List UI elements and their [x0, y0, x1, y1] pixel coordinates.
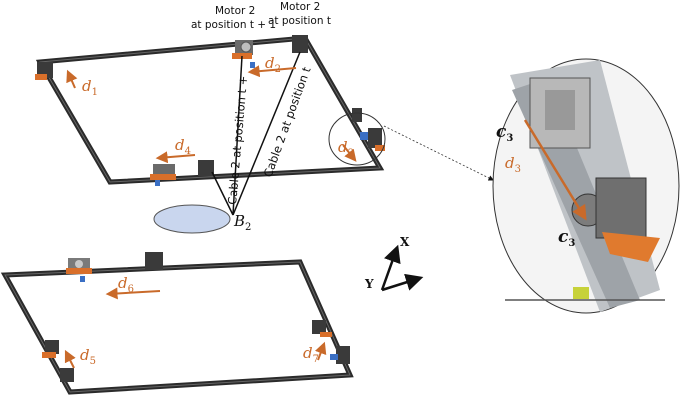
- label-d1: d1: [82, 77, 98, 98]
- motor-bottom-top-left: [66, 258, 92, 282]
- motor-2-position-t: [292, 35, 308, 53]
- axis-y-label: Y: [364, 277, 374, 291]
- bottom-frame: [0, 259, 354, 395]
- motor-corner-top-left: [35, 62, 53, 80]
- label-d7: d7: [303, 344, 319, 365]
- displacement-arrows: [64, 65, 357, 369]
- axis-x-label: X: [400, 235, 410, 249]
- label-d6: d6: [118, 274, 134, 295]
- cables: [211, 51, 301, 216]
- motor-new-label-line1: Motor 2: [215, 5, 255, 17]
- xy-axes: [380, 244, 424, 292]
- top-frame-motors: [35, 35, 385, 186]
- label-d3: d3: [338, 138, 354, 159]
- motor-bottom-top-center: [145, 252, 163, 270]
- top-frame: [35, 35, 385, 185]
- zoom-d3-label: d3: [505, 154, 521, 175]
- motor-new-label-line2: at position t + 1: [191, 19, 276, 31]
- b2-label: B2: [233, 212, 251, 233]
- label-d4: d4: [175, 136, 191, 157]
- motor-bottom-right: [312, 320, 350, 364]
- zoom-detail-view: [492, 58, 680, 314]
- cable-new-label: Cable 2 at position t +: [225, 75, 250, 205]
- bottom-frame-motors: [42, 252, 350, 382]
- zoom-c3-bottom-label: c3: [558, 227, 575, 249]
- motor-2-position-t-plus-1: [232, 40, 255, 68]
- label-d5: d5: [80, 346, 96, 367]
- zoom-source-circle: [328, 112, 386, 166]
- end-effector-platform: [153, 204, 231, 234]
- motor-old-label-line1: Motor 2: [280, 1, 320, 13]
- motor-old-label-line2: at position t: [268, 15, 331, 27]
- motor-corner-right: [352, 108, 385, 151]
- label-d2: d2: [265, 54, 281, 75]
- motor-bottom-left-corner: [42, 340, 74, 382]
- motor-bottom-left: [150, 160, 214, 186]
- zoom-c3-top-label: c3: [496, 122, 513, 144]
